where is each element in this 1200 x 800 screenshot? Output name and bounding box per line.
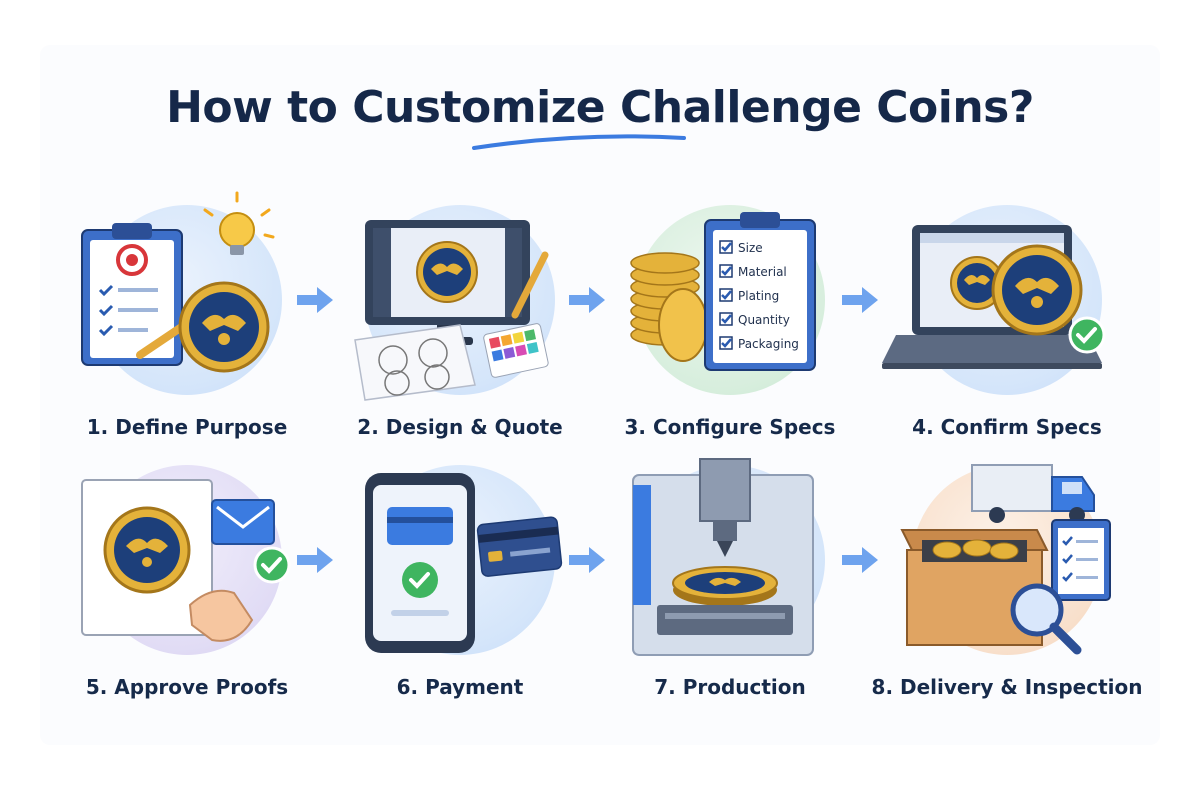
step-3-label: 3. Configure Specs bbox=[624, 415, 836, 439]
step-1-label: 1. Define Purpose bbox=[86, 415, 288, 439]
arrow-right-icon bbox=[569, 547, 605, 573]
minting-machine-icon bbox=[632, 458, 814, 656]
delivery-box-truck-icon bbox=[900, 464, 1111, 655]
checklist-item-plating: Plating bbox=[738, 289, 779, 303]
step-7-label: 7. Production bbox=[654, 675, 806, 699]
arrow-right-icon bbox=[842, 547, 878, 573]
step-4-label: 4. Confirm Specs bbox=[912, 415, 1102, 439]
step-8-label: 8. Delivery & Inspection bbox=[871, 675, 1143, 699]
title-underline bbox=[472, 134, 686, 150]
phone-payment-icon bbox=[365, 473, 563, 653]
arrow-right-icon bbox=[842, 287, 878, 313]
page-title: How to Customize Challenge Coins? bbox=[166, 82, 1034, 133]
spec-checklist-icon: Size Material Plating Quantity Packaging bbox=[630, 212, 816, 371]
step-5-label: 5. Approve Proofs bbox=[85, 675, 289, 699]
checklist-item-material: Material bbox=[738, 265, 787, 279]
checklist-item-size: Size bbox=[738, 241, 763, 255]
monitor-design-icon bbox=[354, 220, 549, 401]
proof-approval-icon bbox=[81, 479, 291, 642]
arrow-right-icon bbox=[297, 547, 333, 573]
clipboard-target-coin-icon bbox=[81, 191, 275, 373]
arrow-right-icon bbox=[569, 287, 605, 313]
arrow-right-icon bbox=[297, 287, 333, 313]
laptop-coin-check-icon bbox=[882, 225, 1106, 369]
step-6-label: 6. Payment bbox=[396, 675, 524, 699]
checklist-item-quantity: Quantity bbox=[738, 313, 790, 327]
checklist-item-packaging: Packaging bbox=[738, 337, 799, 351]
step-2-label: 2. Design & Quote bbox=[357, 415, 563, 439]
